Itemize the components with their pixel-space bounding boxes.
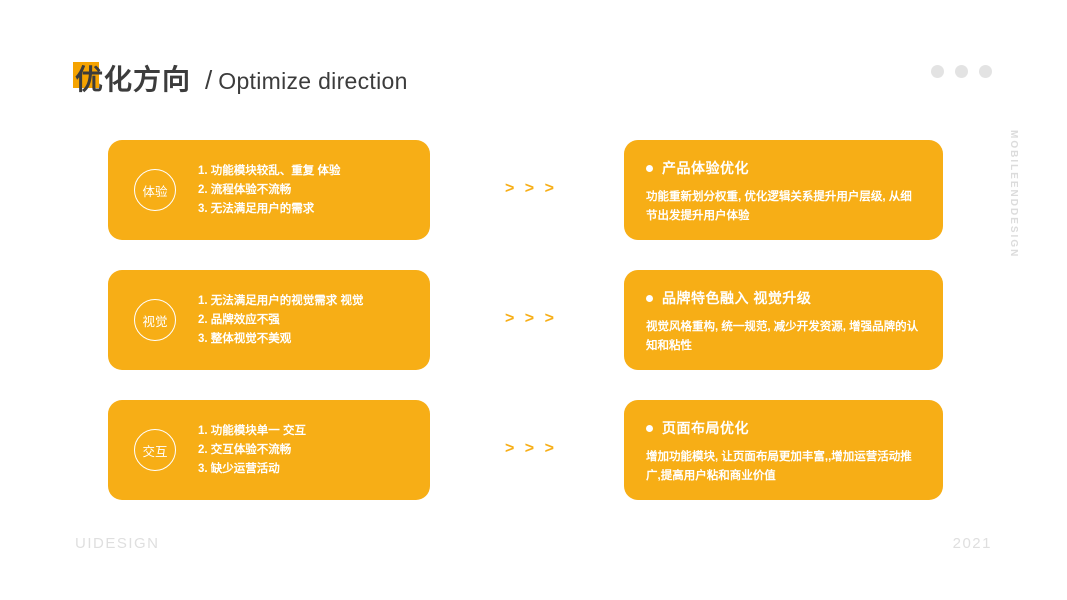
arrow-connector: > > > <box>505 440 557 457</box>
list-item: 2. 品牌效应不强 <box>198 313 280 326</box>
footer-year: 2021 <box>952 535 992 552</box>
row-experience: 体验 1. 功能模块较乱、重复 体验 2. 流程体验不流畅 3. 无法满足用户的… <box>0 140 1067 240</box>
page-title-slash: / <box>205 65 213 95</box>
bullet-icon <box>646 164 653 172</box>
solution-body: 增加功能模块, 让页面布局更加丰富,,增加运营活动推广,提高用户粘和商业价值 <box>646 451 912 482</box>
solution-card: 页面布局优化 增加功能模块, 让页面布局更加丰富,,增加运营活动推广,提高用户粘… <box>624 400 943 500</box>
solution-title-row: 产品体验优化 <box>646 158 921 178</box>
solution-card: 品牌特色融入 视觉升级 视觉风格重构, 统一规范, 减少开发资源, 增强品牌的认… <box>624 270 943 370</box>
solution-body: 视觉风格重构, 统一规范, 减少开发资源, 增强品牌的认知和粘性 <box>646 321 919 352</box>
solution-body: 功能重新划分权重, 优化逻辑关系提升用户层级, 从细节出发提升用户体验 <box>646 191 912 222</box>
side-vertical-label: MOBILEENDDESIGN <box>1008 130 1019 259</box>
list-item: 1. 无法满足用户的视觉需求 视觉 <box>198 294 364 307</box>
solution-title: 品牌特色融入 视觉升级 <box>662 290 812 306</box>
list-item: 3. 无法满足用户的需求 <box>198 202 315 215</box>
list-item: 1. 功能模块较乱、重复 体验 <box>198 164 341 177</box>
title-highlight-square <box>73 62 99 88</box>
arrow-connector: > > > <box>505 180 557 197</box>
solution-card: 产品体验优化 功能重新划分权重, 优化逻辑关系提升用户层级, 从细节出发提升用户… <box>624 140 943 240</box>
category-badge: 交互 <box>134 429 176 471</box>
page-title-cn: 优化方向 <box>75 64 192 95</box>
solution-title-row: 品牌特色融入 视觉升级 <box>646 288 921 308</box>
solution-title: 页面布局优化 <box>662 420 749 436</box>
problem-list: 1. 功能模块单一 交互 2. 交互体验不流畅 3. 缺少运营活动 <box>198 422 306 479</box>
problem-card: 体验 1. 功能模块较乱、重复 体验 2. 流程体验不流畅 3. 无法满足用户的… <box>108 140 430 240</box>
problem-list: 1. 功能模块较乱、重复 体验 2. 流程体验不流畅 3. 无法满足用户的需求 <box>198 162 340 219</box>
list-item: 1. 功能模块单一 交互 <box>198 424 306 437</box>
problem-card: 视觉 1. 无法满足用户的视觉需求 视觉 2. 品牌效应不强 3. 整体视觉不美… <box>108 270 430 370</box>
dot-1 <box>931 65 944 78</box>
solution-title-row: 页面布局优化 <box>646 418 921 438</box>
header-dots <box>931 65 992 78</box>
problem-list: 1. 无法满足用户的视觉需求 视觉 2. 品牌效应不强 3. 整体视觉不美观 <box>198 292 363 349</box>
page-title: 优化方向 / Optimize direction <box>75 58 408 98</box>
dot-2 <box>955 65 968 78</box>
list-item: 2. 交互体验不流畅 <box>198 443 292 456</box>
page-title-en: Optimize direction <box>218 68 408 94</box>
list-item: 3. 整体视觉不美观 <box>198 332 292 345</box>
row-visual: 视觉 1. 无法满足用户的视觉需求 视觉 2. 品牌效应不强 3. 整体视觉不美… <box>0 270 1067 370</box>
arrow-connector: > > > <box>505 310 557 327</box>
bullet-icon <box>646 294 653 302</box>
list-item: 3. 缺少运营活动 <box>198 462 280 475</box>
list-item: 2. 流程体验不流畅 <box>198 183 292 196</box>
solution-title: 产品体验优化 <box>662 160 749 176</box>
dot-3 <box>979 65 992 78</box>
category-badge: 视觉 <box>134 299 176 341</box>
row-interaction: 交互 1. 功能模块单一 交互 2. 交互体验不流畅 3. 缺少运营活动 > >… <box>0 400 1067 500</box>
bullet-icon <box>646 424 653 432</box>
category-badge: 体验 <box>134 169 176 211</box>
problem-card: 交互 1. 功能模块单一 交互 2. 交互体验不流畅 3. 缺少运营活动 <box>108 400 430 500</box>
footer-brand: UIDESIGN <box>75 535 160 552</box>
